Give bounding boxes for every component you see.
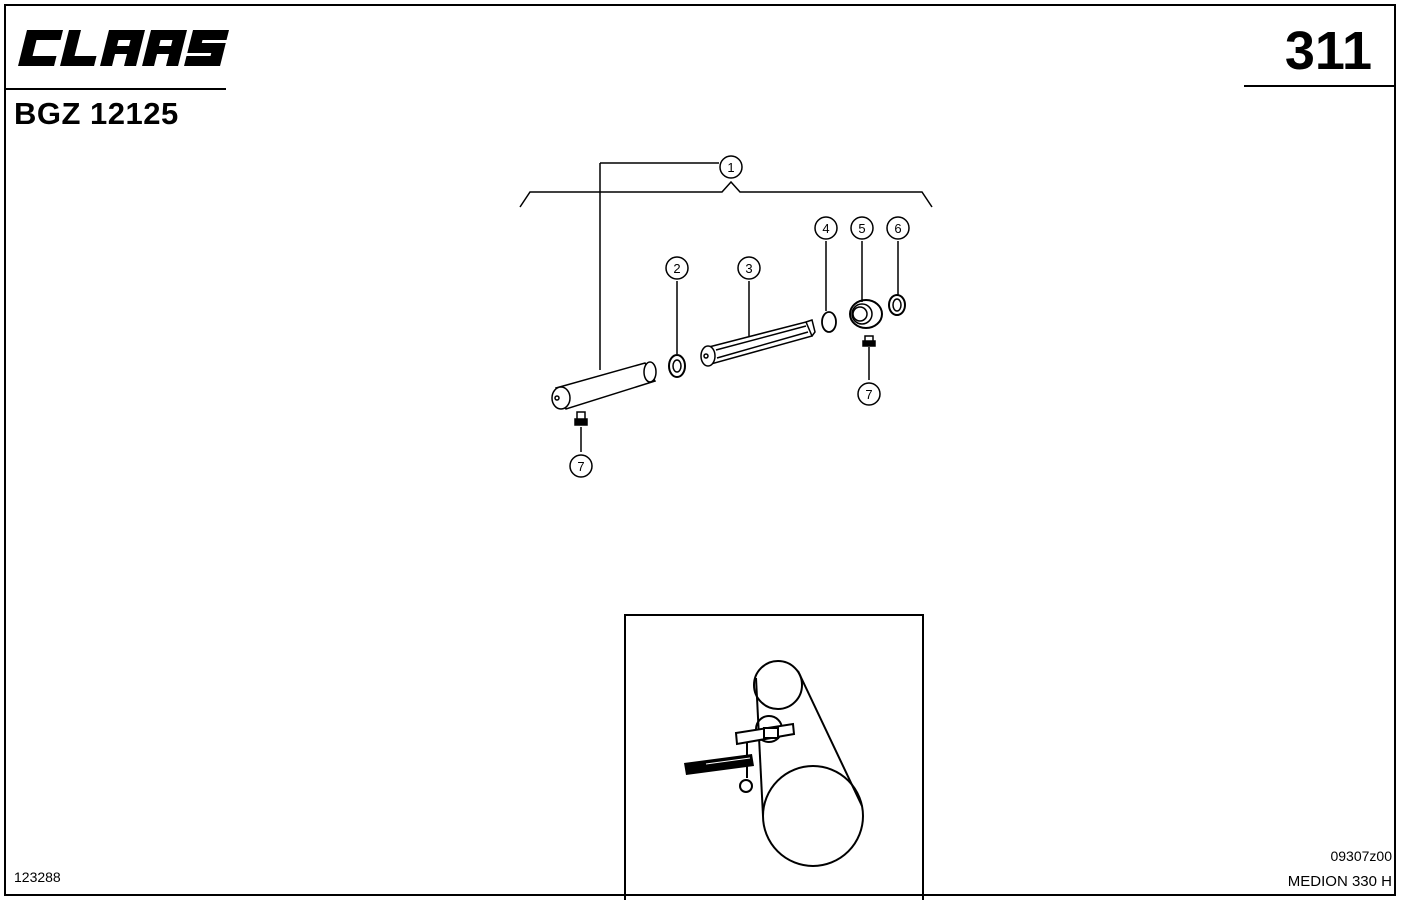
header-rule-right	[1244, 85, 1396, 87]
claas-logo	[18, 30, 230, 66]
callout-2: 2	[673, 261, 680, 276]
drawing-code: 09307z00	[1330, 848, 1392, 864]
header-rule-left	[4, 88, 226, 90]
page-number: 311	[1284, 21, 1372, 81]
callout-5: 5	[858, 221, 865, 236]
ring-4	[821, 311, 837, 333]
washer-2	[668, 354, 686, 378]
model-name: MEDION 330 H	[1287, 873, 1392, 890]
callout-7-right: 7	[865, 387, 872, 402]
callout-4: 4	[822, 221, 829, 236]
grease-nipple-right	[862, 335, 876, 380]
callout-6: 6	[894, 221, 901, 236]
washer-6	[888, 294, 906, 316]
shaft-3	[700, 319, 816, 367]
page-frame	[4, 4, 1396, 896]
grease-nipple-left	[574, 411, 588, 452]
left-footer-code: 123288	[14, 869, 61, 885]
callout-1: 1	[727, 160, 734, 175]
document-id: BGZ 12125	[14, 96, 179, 131]
assembly-bracket	[519, 180, 933, 208]
pin-large	[551, 361, 657, 410]
bushing-5	[849, 299, 883, 329]
location-inset	[624, 614, 924, 900]
callout-3: 3	[745, 261, 752, 276]
belt-drive-sketch	[684, 660, 864, 867]
callout-7-left: 7	[577, 459, 584, 474]
